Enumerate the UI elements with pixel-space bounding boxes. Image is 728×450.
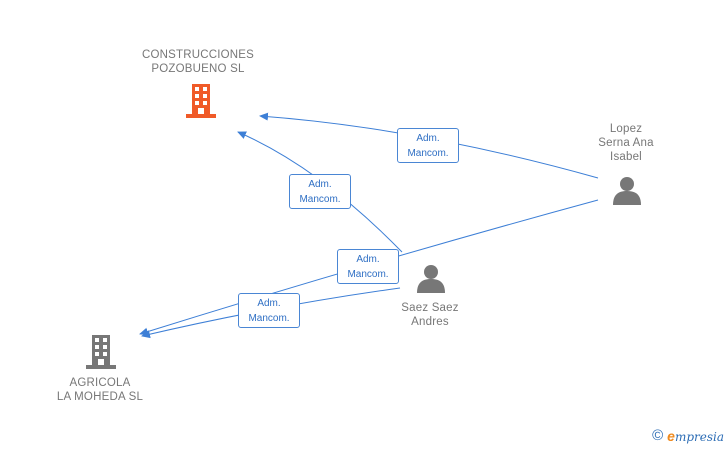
role-line1: Adm. xyxy=(308,179,332,190)
company-name-line2: POZOBUENO SL xyxy=(151,63,245,75)
person-label-lopez: Lopez Serna Ana Isabel xyxy=(586,122,666,164)
role-line2: Mancom. xyxy=(347,269,389,280)
company-label-construcciones: CONSTRUCCIONES POZOBUENO SL xyxy=(118,48,278,76)
edge-role-label[interactable]: Adm. Mancom. xyxy=(289,174,351,209)
edge-role-label[interactable]: Adm. Mancom. xyxy=(238,293,300,328)
person-icon[interactable] xyxy=(612,176,642,206)
brand-footer: © empresia xyxy=(652,427,724,444)
person-name-line2: Serna Ana xyxy=(598,137,654,149)
edge-role-label[interactable]: Adm. Mancom. xyxy=(397,128,459,163)
person-name-line2: Andres xyxy=(411,316,449,328)
person-name-line3: Isabel xyxy=(610,151,642,163)
empresia-logo[interactable]: empresia xyxy=(667,428,724,444)
role-line2: Mancom. xyxy=(299,194,341,205)
copyright-symbol: © xyxy=(652,427,664,444)
building-icon[interactable] xyxy=(86,335,116,369)
person-name-line1: Saez Saez xyxy=(401,302,459,314)
company-name-line1: AGRICOLA xyxy=(69,377,131,389)
company-label-agricola: AGRICOLA LA MOHEDA SL xyxy=(30,376,170,404)
brand-first-letter: e xyxy=(667,427,675,444)
person-icon[interactable] xyxy=(416,264,446,294)
company-name-line2: LA MOHEDA SL xyxy=(56,391,144,403)
person-label-saez: Saez Saez Andres xyxy=(388,301,472,329)
building-icon[interactable] xyxy=(186,84,216,118)
company-name-line1: CONSTRUCCIONES xyxy=(141,49,255,61)
role-line2: Mancom. xyxy=(407,148,449,159)
role-line2: Mancom. xyxy=(248,313,290,324)
role-line1: Adm. xyxy=(257,298,281,309)
role-line1: Adm. xyxy=(416,133,440,144)
edge-role-label[interactable]: Adm. Mancom. xyxy=(337,249,399,284)
role-line1: Adm. xyxy=(356,254,380,265)
person-name-line1: Lopez xyxy=(609,123,643,135)
brand-rest: mpresia xyxy=(674,429,724,444)
